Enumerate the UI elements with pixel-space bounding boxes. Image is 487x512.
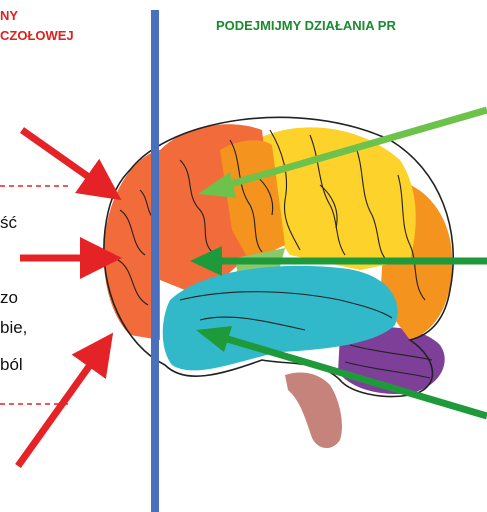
right-heading: PODEJMIJMY DZIAŁANIA PR — [216, 18, 396, 33]
vertical-divider — [151, 10, 159, 512]
left-text-line1: ść — [0, 213, 17, 233]
brainstem-region — [285, 372, 342, 448]
red-arrow — [18, 344, 105, 466]
left-heading-line2: CZOŁOWEJ — [0, 28, 74, 43]
red-arrow — [22, 130, 110, 192]
left-heading-line1: NY — [0, 8, 18, 23]
red-arrows — [18, 130, 110, 466]
left-text-line4: ból — [0, 355, 23, 375]
left-text-line2: zo — [0, 288, 18, 308]
left-text-line3: bie, — [0, 318, 27, 338]
